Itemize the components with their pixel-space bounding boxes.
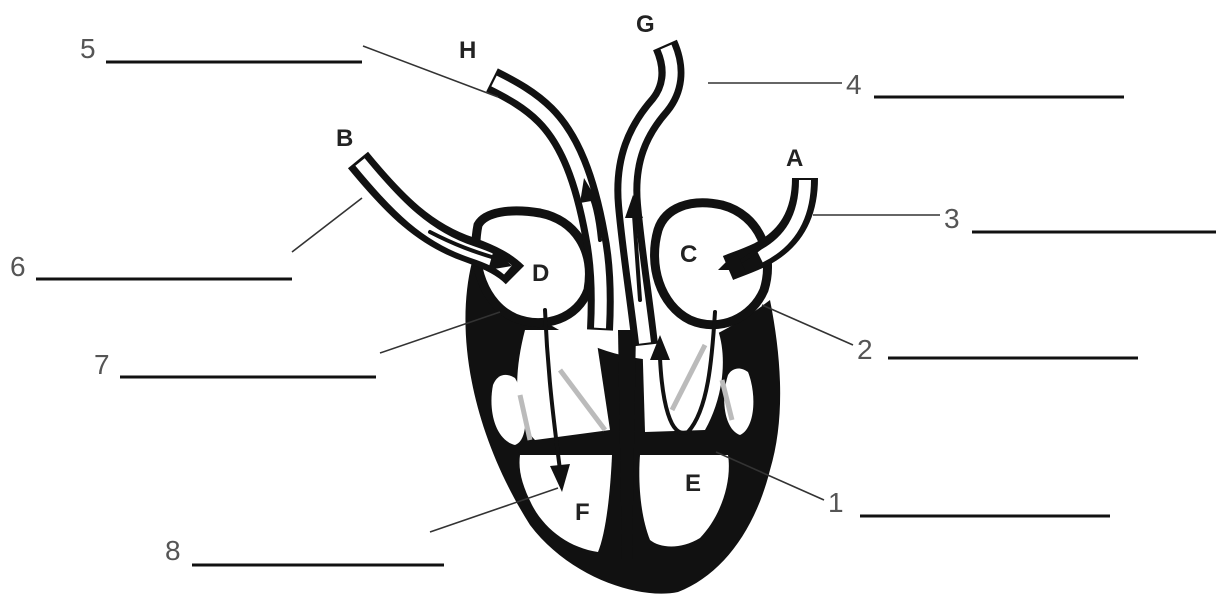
label-letter-D: D [532, 260, 549, 287]
label-number-2: 2 [857, 334, 873, 365]
leader-line-6 [292, 198, 362, 252]
callout-2: 2 [762, 305, 1138, 365]
label-number-7: 7 [94, 349, 110, 380]
label-letter-C: C [680, 241, 697, 268]
label-number-5: 5 [80, 33, 96, 64]
label-number-3: 3 [944, 203, 960, 234]
label-letter-H: H [459, 37, 476, 64]
label-letter-F: F [575, 499, 590, 526]
label-number-6: 6 [10, 251, 26, 282]
label-letter-B: B [336, 125, 353, 152]
callout-6: 6 [10, 198, 362, 282]
label-number-8: 8 [165, 535, 181, 566]
callout-5: 5 [80, 33, 498, 97]
callout-1: 1 [716, 452, 1110, 518]
callout-8: 8 [165, 488, 558, 566]
callout-4: 4 [708, 69, 1124, 100]
right-ventricle-upper [517, 330, 610, 440]
label-letter-A: A [786, 145, 803, 172]
label-letter-G: G [636, 11, 655, 38]
leader-line-5 [363, 46, 498, 97]
callout-3: 3 [813, 203, 1216, 234]
label-letter-E: E [685, 470, 701, 497]
callout-7: 7 [94, 312, 500, 380]
label-number-1: 1 [828, 487, 844, 518]
label-number-4: 4 [846, 69, 862, 100]
